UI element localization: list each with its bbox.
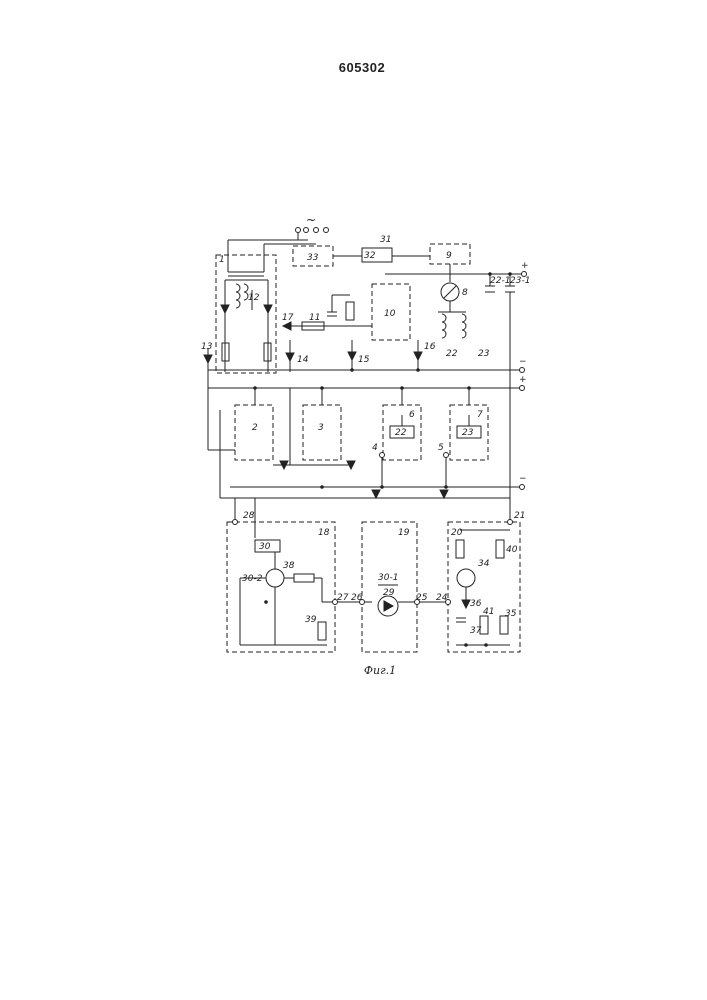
- label-30-1: 30-1: [378, 573, 398, 583]
- relay-23-label: 23: [462, 428, 474, 438]
- terminal-ac-3: [314, 228, 319, 233]
- diode-5: [440, 490, 448, 498]
- label-8: 8: [462, 288, 468, 298]
- block-18: [227, 522, 335, 652]
- label-27: 27: [337, 593, 349, 603]
- label-7: 7: [477, 410, 483, 420]
- terminal-5: [444, 453, 449, 458]
- diode-29: [384, 601, 393, 611]
- label-39: 39: [305, 615, 317, 625]
- diode-4: [372, 490, 380, 498]
- diode-17: [283, 322, 291, 330]
- label-32: 32: [364, 251, 376, 261]
- label-29: 29: [383, 588, 395, 598]
- label-15: 15: [358, 355, 370, 365]
- label-ac: ~: [306, 213, 316, 227]
- diode-15: [348, 352, 356, 360]
- label-10: 10: [384, 309, 396, 319]
- label-plus-mid: +: [519, 375, 527, 385]
- label-11: 11: [309, 313, 320, 323]
- label-22: 22: [446, 349, 458, 359]
- label-25: 25: [416, 593, 428, 603]
- terminal-28: [233, 520, 238, 525]
- label-3: 3: [318, 423, 324, 433]
- label-9: 9: [446, 251, 452, 261]
- label-13: 13: [201, 342, 213, 352]
- label-4: 4: [372, 443, 378, 453]
- diode-13: [204, 355, 212, 363]
- label-35: 35: [505, 609, 517, 619]
- label-5: 5: [438, 443, 444, 453]
- label-14: 14: [297, 355, 309, 365]
- label-31: 31: [380, 235, 391, 245]
- label-40: 40: [506, 545, 518, 555]
- label-38: 38: [283, 561, 295, 571]
- label-20: 20: [451, 528, 463, 538]
- label-22-1: 22-1: [490, 276, 510, 286]
- label-23-1: 23-1: [510, 276, 530, 286]
- label-24: 24: [436, 593, 448, 603]
- terminal-ac-2: [304, 228, 309, 233]
- label-6: 6: [409, 410, 415, 420]
- terminal-minus-mid: [520, 368, 525, 373]
- diode-16: [414, 352, 422, 360]
- label-plus-top: +: [521, 261, 529, 271]
- terminal-plus-mid: [520, 386, 525, 391]
- label-34: 34: [478, 559, 490, 569]
- label-18: 18: [318, 528, 330, 538]
- terminal-ac-4: [324, 228, 329, 233]
- diode-36: [462, 600, 470, 608]
- label-36: 36: [470, 599, 482, 609]
- label-19: 19: [398, 528, 410, 538]
- terminal-ac-1: [296, 228, 301, 233]
- label-21: 21: [514, 511, 525, 521]
- terminal-4: [380, 453, 385, 458]
- label-30-2: 30-2: [242, 574, 263, 584]
- label-minus-mid: −: [519, 357, 527, 367]
- relay-22-label: 22: [395, 428, 407, 438]
- label-12: 12: [248, 293, 260, 303]
- label-30: 30: [259, 542, 271, 552]
- block-19: [362, 522, 417, 652]
- terminal-21: [508, 520, 513, 525]
- block-21: [448, 522, 520, 652]
- diode-12a: [221, 305, 229, 313]
- diode-12b: [264, 305, 272, 313]
- label-26: 26: [351, 593, 363, 603]
- label-minus-low: −: [519, 474, 527, 484]
- label-1: 1: [219, 255, 225, 265]
- terminal-minus-low: [520, 485, 525, 490]
- label-2: 2: [252, 423, 258, 433]
- label-28: 28: [243, 511, 255, 521]
- label-37: 37: [470, 626, 482, 636]
- label-17: 17: [282, 313, 294, 323]
- label-33: 33: [307, 253, 319, 263]
- diode-14: [286, 353, 294, 361]
- figure-caption: Фиг.1: [355, 664, 405, 677]
- label-41: 41: [483, 607, 494, 617]
- label-23: 23: [478, 349, 490, 359]
- label-16: 16: [424, 342, 436, 352]
